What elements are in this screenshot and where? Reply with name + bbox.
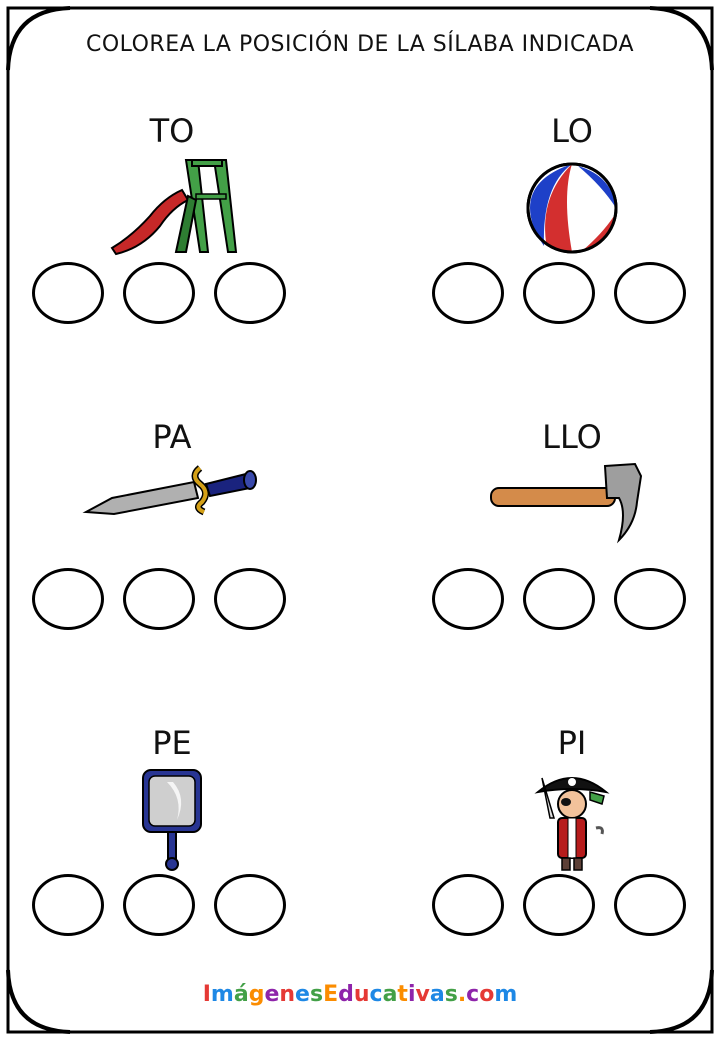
watermark-letter: u	[353, 982, 370, 1007]
position-circle-2[interactable]	[523, 262, 595, 324]
position-circle-2[interactable]	[123, 568, 195, 630]
watermark-letter: n	[279, 982, 296, 1007]
exercise-card: LO	[432, 112, 712, 372]
exercise-card: LLO	[432, 418, 712, 678]
watermark-letter: m	[494, 982, 518, 1007]
position-circle-3[interactable]	[614, 568, 686, 630]
watermark-letter: .	[457, 982, 467, 1007]
sword-icon	[82, 465, 257, 516]
syllable-label: PA	[152, 418, 192, 456]
position-circle-1[interactable]	[432, 262, 504, 324]
watermark-letter: á	[233, 982, 249, 1007]
watermark-letter: g	[248, 982, 265, 1007]
position-circle-1[interactable]	[32, 874, 104, 936]
position-circle-2[interactable]	[523, 874, 595, 936]
hammer-icon	[490, 462, 643, 544]
exercise-card: PE	[32, 724, 312, 984]
syllable-label: LO	[551, 112, 593, 150]
pirate-icon	[534, 777, 610, 871]
watermark-letter: a	[429, 982, 445, 1007]
syllable-circles	[432, 262, 712, 342]
site-watermark: ImágenesEducativas.com	[0, 982, 720, 1007]
position-circle-1[interactable]	[432, 874, 504, 936]
watermark-letter: s	[444, 982, 458, 1007]
syllable-circles	[32, 262, 312, 342]
position-circle-3[interactable]	[614, 874, 686, 936]
syllable-label: PE	[152, 724, 192, 762]
syllable-circles	[32, 874, 312, 954]
syllable-circles	[432, 874, 712, 954]
position-circle-3[interactable]	[214, 262, 286, 324]
syllable-circles	[32, 568, 312, 648]
position-circle-3[interactable]	[614, 262, 686, 324]
position-circle-2[interactable]	[123, 874, 195, 936]
watermark-letter: a	[382, 982, 398, 1007]
position-circle-3[interactable]	[214, 874, 286, 936]
syllable-label: LLO	[542, 418, 602, 456]
syllable-label: PI	[557, 724, 587, 762]
watermark-letter: t	[397, 982, 408, 1007]
position-circle-2[interactable]	[523, 568, 595, 630]
exercise-card: TO	[32, 112, 312, 372]
watermark-letter: e	[264, 982, 280, 1007]
exercise-card: PI	[432, 724, 712, 984]
hand-mirror-icon	[142, 769, 202, 871]
beach-ball-icon	[526, 162, 618, 254]
watermark-letter: d	[338, 982, 354, 1007]
position-circle-3[interactable]	[214, 568, 286, 630]
syllable-circles	[432, 568, 712, 648]
watermark-letter: I	[202, 982, 211, 1007]
watermark-letter: i	[407, 982, 416, 1007]
position-circle-1[interactable]	[32, 262, 104, 324]
watermark-letter: m	[210, 982, 234, 1007]
syllable-label: TO	[149, 112, 195, 150]
position-circle-2[interactable]	[123, 262, 195, 324]
watermark-letter: o	[479, 982, 495, 1007]
watermark-letter: c	[466, 982, 480, 1007]
watermark-letter: c	[369, 982, 383, 1007]
exercise-card: PA	[32, 418, 312, 678]
position-circle-1[interactable]	[32, 568, 104, 630]
page-title: COLOREA LA POSICIÓN DE LA SÍLABA INDICAD…	[85, 32, 635, 57]
watermark-letter: e	[295, 982, 310, 1007]
watermark-letter: v	[415, 982, 430, 1007]
watermark-letter: E	[323, 982, 339, 1007]
position-circle-1[interactable]	[432, 568, 504, 630]
slide-icon	[110, 159, 238, 256]
watermark-letter: s	[309, 982, 324, 1007]
